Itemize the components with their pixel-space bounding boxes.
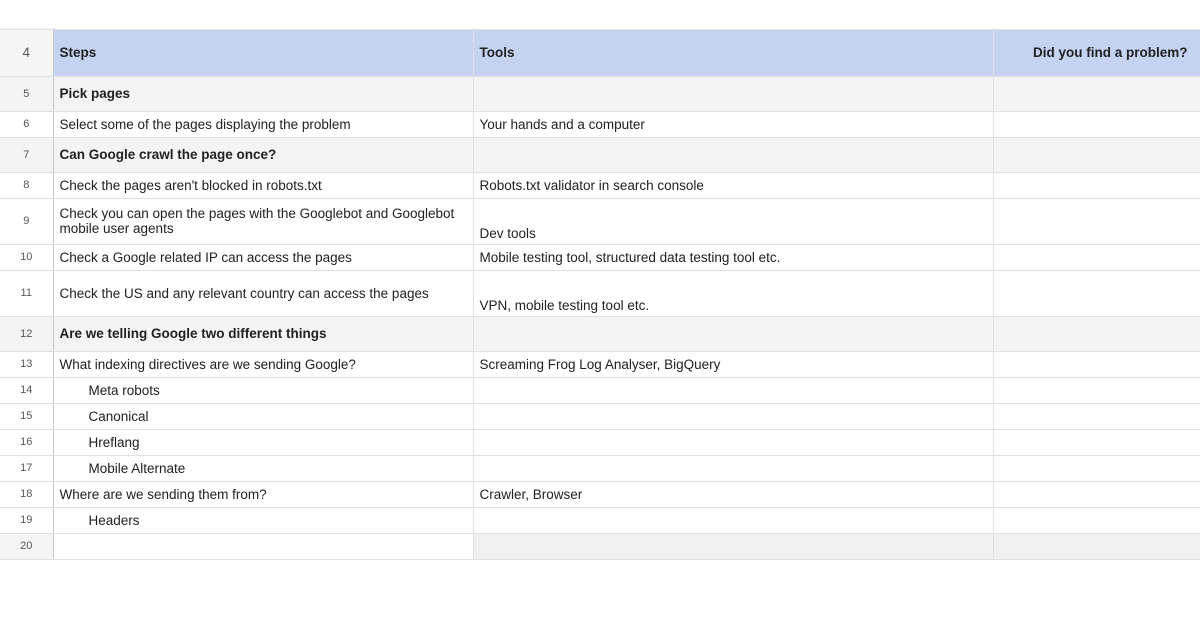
cell-tools[interactable]: Crawler, Browser: [473, 481, 994, 508]
cell-problem[interactable]: [993, 111, 1200, 138]
cell-tools[interactable]: [473, 403, 994, 430]
row-number-17[interactable]: 17: [0, 455, 54, 482]
cell-problem[interactable]: [993, 137, 1200, 173]
cell-problem[interactable]: [993, 377, 1200, 404]
cell-steps[interactable]: Can Google crawl the page once?: [53, 137, 474, 173]
cell-tools[interactable]: [473, 429, 994, 456]
cell-tools[interactable]: [473, 533, 994, 560]
row-number-11[interactable]: 11: [0, 270, 54, 317]
table-row-section: 5 Pick pages: [0, 76, 1200, 112]
table-row-partial-top: [0, 28, 1200, 30]
cell-steps[interactable]: Select some of the pages displaying the …: [53, 111, 474, 138]
row-number-13[interactable]: 13: [0, 351, 54, 378]
spreadsheet-grid-clip: 4 Steps Tools Did you find a problem? 5 …: [0, 28, 1200, 583]
cell-problem[interactable]: [993, 507, 1200, 534]
column-header-steps[interactable]: Steps: [53, 29, 474, 77]
table-row: 8 Check the pages aren't blocked in robo…: [0, 172, 1200, 199]
cell-tools[interactable]: [473, 455, 994, 482]
cell-tools[interactable]: [473, 28, 994, 30]
cell-problem[interactable]: [993, 429, 1200, 456]
row-number-14[interactable]: 14: [0, 377, 54, 404]
cell-problem[interactable]: [993, 351, 1200, 378]
table-row: 17 Mobile Alternate: [0, 455, 1200, 482]
cell-tools[interactable]: [473, 507, 994, 534]
table-row: 13 What indexing directives are we sendi…: [0, 351, 1200, 378]
column-header-problem[interactable]: Did you find a problem?: [993, 29, 1200, 77]
cell-steps[interactable]: Meta robots: [53, 377, 474, 404]
cell-steps[interactable]: Are we telling Google two different thin…: [53, 316, 474, 352]
cell-tools[interactable]: VPN, mobile testing tool etc.: [473, 270, 994, 317]
cell-problem[interactable]: [993, 76, 1200, 112]
cell-steps[interactable]: Check a Google related IP can access the…: [53, 244, 474, 271]
cell-steps[interactable]: Where are we sending them from?: [53, 481, 474, 508]
table-row: 15 Canonical: [0, 403, 1200, 430]
table-header-row: 4 Steps Tools Did you find a problem?: [0, 29, 1200, 77]
cell-tools[interactable]: [473, 377, 994, 404]
row-number-19[interactable]: 19: [0, 507, 54, 534]
cell-steps[interactable]: [53, 28, 474, 30]
table-row: 18 Where are we sending them from? Crawl…: [0, 481, 1200, 508]
row-number-9[interactable]: 9: [0, 198, 54, 245]
row-number-10[interactable]: 10: [0, 244, 54, 271]
row-number-6[interactable]: 6: [0, 111, 54, 138]
row-number-4[interactable]: 4: [0, 29, 54, 77]
cell-steps[interactable]: Check the US and any relevant country ca…: [53, 270, 474, 317]
cell-steps[interactable]: Canonical: [53, 403, 474, 430]
cell-problem[interactable]: [993, 403, 1200, 430]
cell-tools[interactable]: Dev tools: [473, 198, 994, 245]
cell-steps[interactable]: Check you can open the pages with the Go…: [53, 198, 474, 245]
cell-tools[interactable]: [473, 76, 994, 112]
row-number-gutter[interactable]: [0, 28, 54, 30]
cell-tools[interactable]: [473, 137, 994, 173]
cell-problem[interactable]: [993, 316, 1200, 352]
cell-problem[interactable]: [993, 481, 1200, 508]
cell-problem[interactable]: [993, 455, 1200, 482]
table-row: 19 Headers: [0, 507, 1200, 534]
row-number-16[interactable]: 16: [0, 429, 54, 456]
cell-tools[interactable]: [473, 316, 994, 352]
table-row-partial-bottom: 20: [0, 533, 1200, 560]
row-number-7[interactable]: 7: [0, 137, 54, 173]
spreadsheet-table: 4 Steps Tools Did you find a problem? 5 …: [0, 28, 1200, 560]
cell-problem[interactable]: [993, 244, 1200, 271]
row-number-5[interactable]: 5: [0, 76, 54, 112]
cell-steps[interactable]: Check the pages aren't blocked in robots…: [53, 172, 474, 199]
cell-tools[interactable]: Mobile testing tool, structured data tes…: [473, 244, 994, 271]
row-number-15[interactable]: 15: [0, 403, 54, 430]
cell-tools[interactable]: Screaming Frog Log Analyser, BigQuery: [473, 351, 994, 378]
cell-steps[interactable]: Hreflang: [53, 429, 474, 456]
cell-steps[interactable]: Headers: [53, 507, 474, 534]
cell-tools[interactable]: Robots.txt validator in search console: [473, 172, 994, 199]
cell-problem[interactable]: [993, 172, 1200, 199]
column-header-tools[interactable]: Tools: [473, 29, 994, 77]
cell-problem[interactable]: [993, 270, 1200, 317]
cell-tools[interactable]: Your hands and a computer: [473, 111, 994, 138]
table-row: 16 Hreflang: [0, 429, 1200, 456]
cell-steps[interactable]: Mobile Alternate: [53, 455, 474, 482]
table-row-section: 12 Are we telling Google two different t…: [0, 316, 1200, 352]
row-number-12[interactable]: 12: [0, 316, 54, 352]
table-row: 6 Select some of the pages displaying th…: [0, 111, 1200, 138]
row-number-20[interactable]: 20: [0, 533, 54, 560]
table-row: 14 Meta robots: [0, 377, 1200, 404]
table-row: 11 Check the US and any relevant country…: [0, 270, 1200, 317]
cell-steps[interactable]: What indexing directives are we sending …: [53, 351, 474, 378]
spreadsheet-body: 4 Steps Tools Did you find a problem? 5 …: [0, 28, 1200, 560]
cell-problem[interactable]: [993, 198, 1200, 245]
cell-steps[interactable]: Pick pages: [53, 76, 474, 112]
cell-problem[interactable]: [993, 533, 1200, 560]
row-number-8[interactable]: 8: [0, 172, 54, 199]
row-number-18[interactable]: 18: [0, 481, 54, 508]
table-row-section: 7 Can Google crawl the page once?: [0, 137, 1200, 173]
cell-steps[interactable]: [53, 533, 474, 560]
table-row: 10 Check a Google related IP can access …: [0, 244, 1200, 271]
table-row: 9 Check you can open the pages with the …: [0, 198, 1200, 245]
